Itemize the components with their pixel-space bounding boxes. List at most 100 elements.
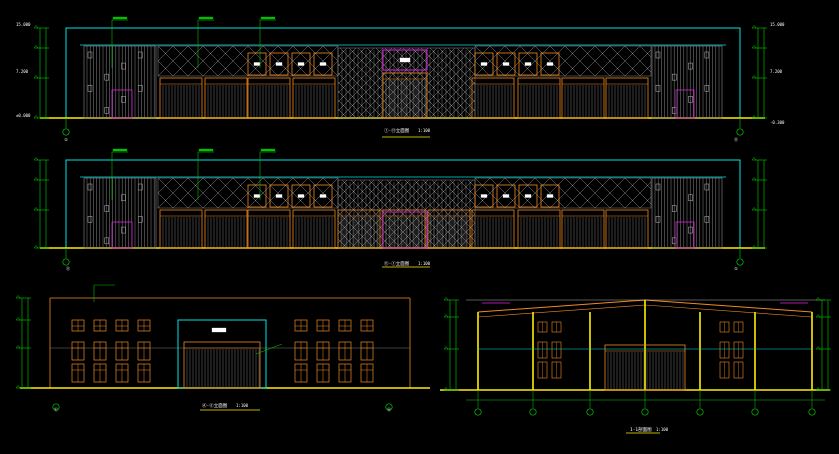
lattice-line	[429, 72, 475, 118]
north-elevation-scale: 1:100	[418, 128, 431, 133]
lattice-line	[338, 48, 366, 76]
level-mid: 7.200	[16, 69, 29, 74]
lattice-line	[158, 46, 189, 76]
lattice-line	[338, 48, 393, 103]
grid-label-n-left: ①	[64, 137, 68, 142]
lattice-line	[411, 54, 475, 118]
lattice-line	[217, 178, 249, 208]
lattice-line	[277, 46, 309, 76]
grid-bubble	[736, 128, 744, 136]
upper-window	[518, 52, 538, 76]
level-ground-r: -0.300	[770, 120, 785, 125]
shopfront	[382, 72, 428, 119]
upper-window	[291, 52, 311, 76]
lattice-line	[447, 90, 475, 118]
panel-opening	[121, 62, 126, 70]
level-marker	[751, 115, 757, 119]
door	[675, 221, 695, 249]
upper-window	[247, 52, 267, 76]
grid-bubble	[736, 258, 744, 266]
lattice-line	[534, 178, 566, 208]
south-elevation-title: ⑪-①立面图	[384, 260, 410, 267]
upper-window	[291, 184, 311, 208]
lattice-line	[420, 63, 475, 118]
lattice-line	[322, 60, 338, 76]
lattice-line	[549, 46, 581, 76]
upper-window	[474, 184, 494, 208]
window-label	[319, 194, 327, 198]
lattice-line	[475, 192, 491, 208]
grid-bubble	[52, 403, 60, 411]
lattice-line	[292, 46, 324, 76]
north-elevation-title: ①-⑪立面图	[384, 127, 410, 134]
level-marker	[443, 387, 449, 391]
level-floor: ±0.000	[16, 113, 31, 118]
lattice-line	[338, 99, 357, 118]
grid-bubble	[474, 408, 482, 416]
level-marker	[751, 177, 757, 181]
lattice-line	[519, 178, 551, 208]
level-marker	[15, 345, 21, 349]
lattice-line	[519, 46, 551, 76]
level-marker	[751, 75, 757, 79]
panel-opening	[688, 194, 693, 202]
level-marker	[443, 314, 449, 318]
grid-bubble	[385, 403, 393, 411]
lattice-line	[339, 48, 411, 118]
lattice-line	[549, 178, 581, 208]
lattice-line	[624, 49, 651, 76]
level-marker	[751, 207, 757, 211]
panel-opening	[688, 226, 693, 234]
end-elevation-title: Ⓐ-Ⓔ立面图	[202, 402, 228, 409]
window-label	[253, 62, 261, 66]
feature-sign-label	[399, 57, 411, 63]
window-label	[480, 62, 488, 66]
upper-window	[496, 52, 516, 76]
lattice-line	[564, 46, 596, 76]
lattice-line	[475, 46, 506, 76]
grid-bubble	[586, 408, 594, 416]
lattice-line	[456, 99, 475, 118]
panel-opening	[655, 216, 661, 223]
leader-text	[260, 148, 276, 152]
section-1-1	[440, 297, 831, 434]
lattice-line	[440, 180, 475, 215]
grid-label-s-left: ⑪	[66, 265, 70, 271]
end-elevation-scale: 1:100	[236, 403, 249, 408]
panel-opening	[121, 96, 126, 103]
lattice-line	[247, 46, 279, 76]
lattice-line	[579, 46, 611, 76]
upper-window	[269, 52, 289, 76]
door	[111, 89, 133, 119]
lattice-line	[217, 46, 249, 76]
level-marker	[751, 245, 757, 249]
lattice-line	[158, 192, 174, 208]
entrance	[382, 211, 428, 249]
level-marker	[815, 346, 821, 350]
panel-opening	[104, 237, 109, 245]
lattice-line	[375, 48, 447, 118]
lattice-line	[458, 180, 475, 197]
end-elevation	[15, 284, 430, 411]
grid-bubble	[696, 408, 704, 416]
upper-window	[518, 184, 538, 208]
grid-bubble	[529, 408, 537, 416]
panel-opening	[87, 216, 93, 223]
lattice-line	[158, 178, 174, 194]
grid-bubble	[62, 258, 70, 266]
level-marker	[33, 177, 39, 181]
level-marker	[33, 75, 39, 79]
lattice-line	[357, 48, 429, 118]
panel-opening	[87, 183, 93, 191]
level-marker	[33, 245, 39, 249]
level-marker	[33, 25, 39, 29]
lattice-line	[504, 46, 536, 76]
panel-opening	[655, 183, 661, 191]
level-marker	[751, 25, 757, 29]
panel-opening	[704, 216, 710, 223]
panel-opening	[137, 216, 143, 223]
window-label	[502, 62, 510, 66]
panel-opening	[87, 84, 93, 92]
level-marker	[751, 157, 757, 161]
